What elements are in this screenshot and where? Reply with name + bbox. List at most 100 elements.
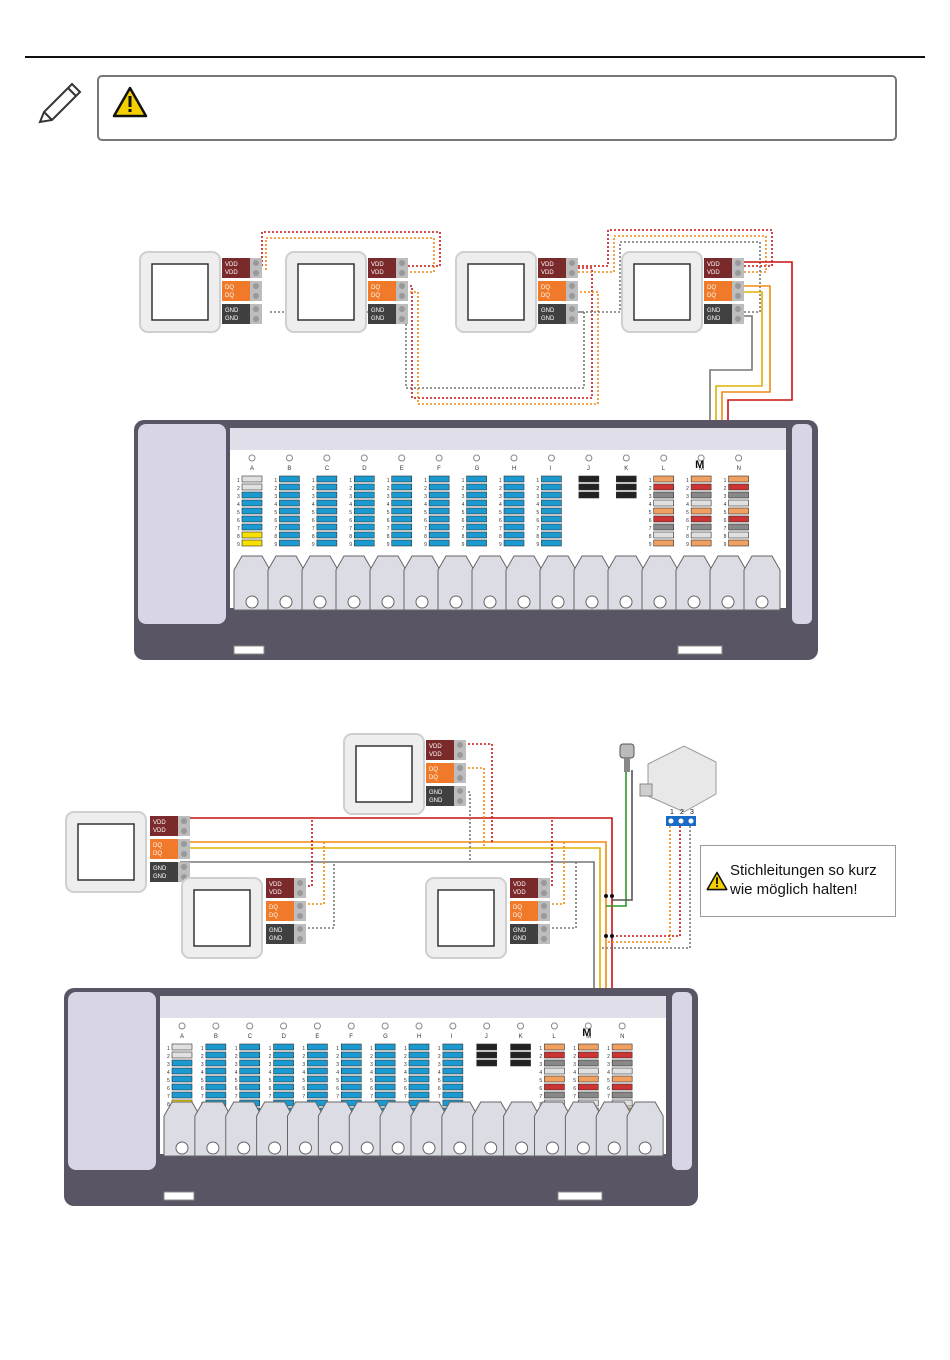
terminal-slot	[578, 483, 600, 491]
terminal-slot	[428, 483, 450, 491]
terminal-slot	[728, 475, 749, 483]
led-indicator	[381, 1022, 389, 1030]
terminal-number: 6	[499, 518, 502, 524]
screw	[399, 316, 405, 322]
terminal-number: 6	[167, 1086, 170, 1092]
dq-label: DQ	[269, 913, 278, 919]
terminal-slot	[205, 1043, 227, 1051]
gnd-label: GND	[371, 316, 385, 322]
terminal-number: 1	[387, 478, 390, 484]
terminal-slot	[503, 499, 525, 507]
terminal-slot	[428, 531, 450, 539]
terminal-number: 5	[235, 1078, 238, 1084]
controller-top-rail	[160, 996, 666, 1018]
terminal-slot	[307, 1067, 328, 1075]
led-indicator	[347, 1022, 355, 1030]
terminal-number: 3	[607, 1062, 610, 1068]
bus-wire-gnd	[180, 861, 595, 1050]
terminal-slot	[279, 523, 300, 531]
terminal-slot	[241, 531, 263, 539]
terminal-slot	[307, 1051, 328, 1059]
terminal-number: 6	[404, 1086, 407, 1092]
warning-icon	[706, 871, 728, 891]
sensor-face	[151, 263, 209, 321]
terminal-number: 7	[312, 526, 315, 532]
gnd-label: GND	[153, 874, 167, 880]
screw	[399, 283, 405, 289]
note-line-2: wie möglich halten!	[730, 881, 858, 898]
dq-label: DQ	[225, 285, 234, 291]
terminal-slot	[273, 1091, 294, 1099]
terminal-number: 4	[536, 502, 539, 508]
terminal-number: 6	[539, 1086, 542, 1092]
terminal-slot	[653, 515, 675, 523]
dq-label: DQ	[707, 293, 716, 299]
terminal-slot	[466, 539, 487, 547]
screw	[541, 880, 547, 886]
terminal-number: 9	[536, 542, 539, 548]
mount-tab	[557, 1191, 603, 1201]
column-label: E	[315, 1034, 319, 1040]
terminal-number: 5	[536, 510, 539, 516]
bus-wire-vdd	[402, 267, 593, 399]
terminal-slot	[241, 475, 263, 483]
terminal-slot	[205, 1075, 227, 1083]
terminal-number: 2	[274, 486, 277, 492]
sensor-face	[193, 889, 251, 947]
terminal-number: 9	[274, 542, 277, 548]
terminal-number: 8	[649, 534, 652, 540]
terminal-slot	[239, 1059, 261, 1067]
terminal-gnd	[150, 862, 178, 882]
screw	[735, 306, 741, 312]
terminal-number: 3	[336, 1062, 339, 1068]
led-indicator	[323, 454, 331, 462]
terminal-number: 7	[349, 526, 352, 532]
led-indicator	[473, 454, 481, 462]
screw	[457, 788, 463, 794]
terminal-slot	[466, 523, 487, 531]
valve-clip-hole	[607, 1141, 621, 1155]
column-label: L	[552, 1034, 556, 1040]
terminal-number: 7	[462, 526, 465, 532]
terminal-slot	[544, 1091, 565, 1099]
probe-wire	[612, 770, 633, 901]
terminal-slot	[690, 499, 712, 507]
led-indicator	[285, 454, 293, 462]
terminal-slot	[728, 499, 749, 507]
column-label: C	[248, 1034, 253, 1040]
valve-clip-hole	[551, 595, 565, 609]
valve-clip-hole	[422, 1141, 436, 1155]
terminal-number: 7	[499, 526, 502, 532]
terminal-number: 3	[539, 1062, 542, 1068]
junction-dot	[604, 894, 608, 898]
terminal-number: 3	[201, 1062, 204, 1068]
terminal-number: 8	[536, 534, 539, 540]
terminal-number: 3	[724, 494, 727, 500]
valve-clip-hole	[721, 595, 735, 609]
screw	[735, 283, 741, 289]
terminal-number: 1	[424, 478, 427, 484]
terminal-number: 1	[462, 478, 465, 484]
screw	[399, 293, 405, 299]
vdd-label: VDD	[225, 262, 238, 268]
terminal-slot	[307, 1043, 328, 1051]
terminal-number: 4	[237, 502, 240, 508]
dq-label: DQ	[225, 293, 234, 299]
terminal-number: 7	[573, 1094, 576, 1100]
terminal-slot	[611, 1059, 633, 1067]
gnd-label: GND	[225, 308, 239, 314]
valve-clip-hole	[653, 595, 667, 609]
terminal-number: 2	[235, 1054, 238, 1060]
terminal-number: 4	[387, 502, 390, 508]
column-label: A	[180, 1034, 184, 1040]
valve-clip-hole	[415, 595, 429, 609]
probe-sensor	[619, 743, 635, 772]
gnd-label: GND	[429, 798, 443, 804]
terminal-slot	[241, 507, 263, 515]
terminal-vdd	[150, 816, 178, 836]
terminal-slot	[205, 1059, 227, 1067]
screw	[457, 798, 463, 804]
terminal-slot	[241, 499, 263, 507]
terminal-slot	[510, 1043, 531, 1051]
